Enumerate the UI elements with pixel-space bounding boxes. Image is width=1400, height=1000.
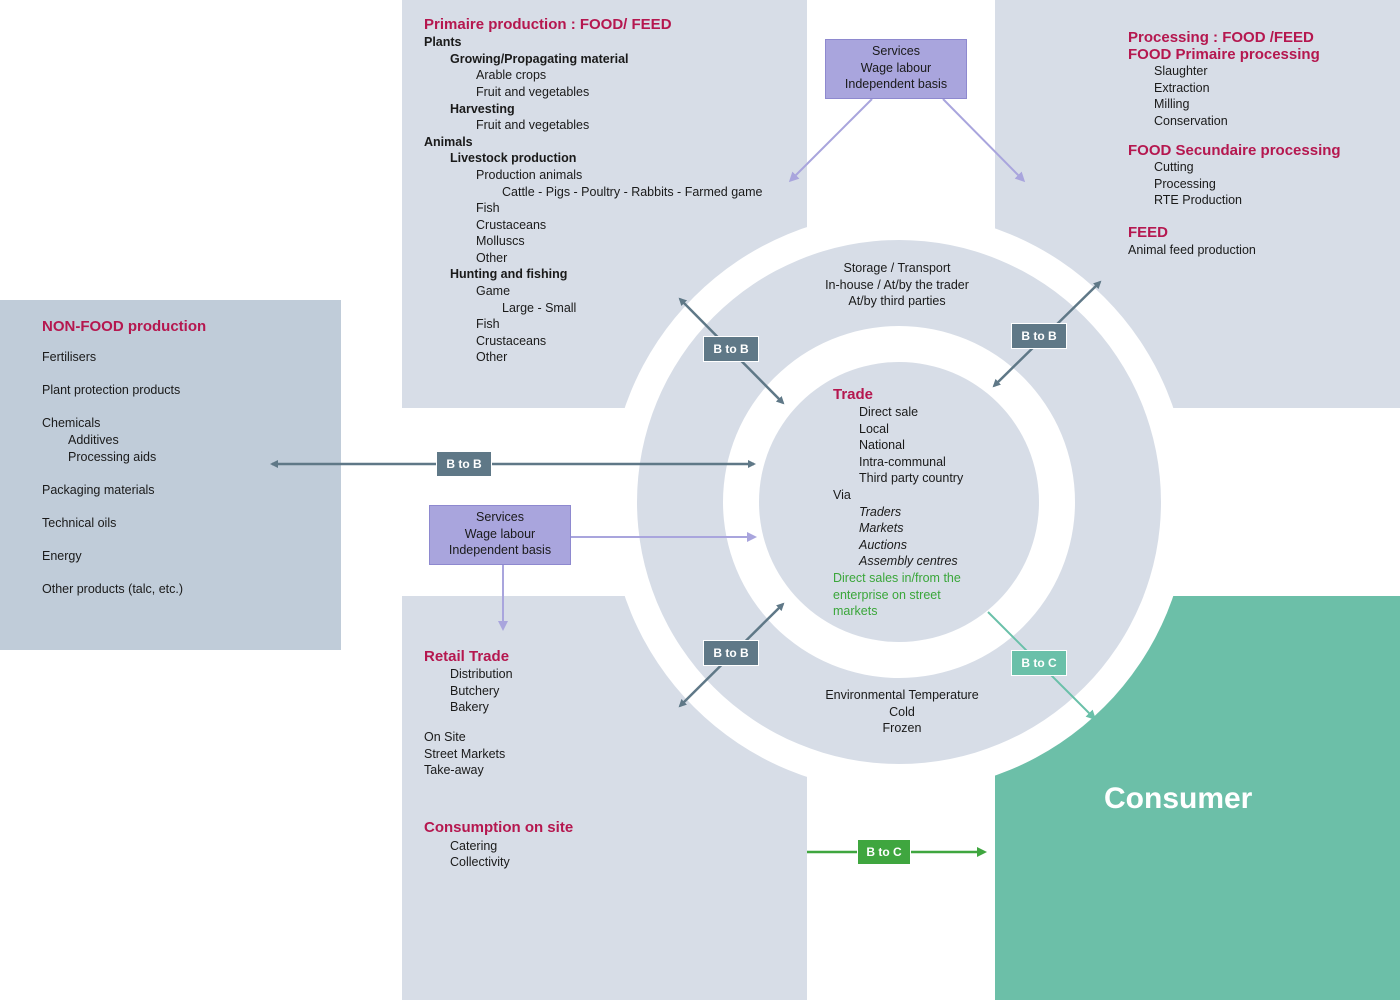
secundaire-processing-title: FOOD Secundaire processing <box>1128 142 1341 159</box>
fish-2: Fish <box>476 317 500 331</box>
auctions: Auctions <box>859 538 907 552</box>
non-food-panel <box>0 300 341 650</box>
cutting: Cutting <box>1154 160 1194 174</box>
additives: Additives <box>68 433 119 447</box>
services-top-line1: Services <box>872 44 920 58</box>
plants-heading: Plants <box>424 35 462 49</box>
tag-b2c-consumer: B to C <box>1011 650 1067 676</box>
distribution: Distribution <box>450 667 513 681</box>
processing-item: Processing <box>1154 177 1216 191</box>
markets: Markets <box>859 521 904 535</box>
tag-b2b-upleft: B to B <box>703 336 759 362</box>
technical-oils: Technical oils <box>42 516 117 530</box>
services-left-line2: Wage labour <box>464 526 536 541</box>
energy: Energy <box>42 549 82 563</box>
other-2: Other <box>476 350 508 364</box>
services-top-line2: Wage labour <box>860 60 932 75</box>
rte-production: RTE Production <box>1154 193 1243 207</box>
non-food-title: NON-FOOD production <box>42 318 207 335</box>
chemicals: Chemicals <box>42 416 101 430</box>
livestock-heading: Livestock production <box>450 151 577 165</box>
trade-circle <box>759 362 1039 642</box>
direct-sales-line3: markets <box>833 604 878 618</box>
bakery: Bakery <box>450 700 489 714</box>
harvesting-heading: Harvesting <box>450 102 515 116</box>
crustaceans-1: Crustaceans <box>476 218 547 232</box>
processing-aids: Processing aids <box>68 450 157 464</box>
feed-title: FEED <box>1128 224 1169 241</box>
local: Local <box>859 422 889 436</box>
services-left-line1: Services <box>476 510 524 524</box>
crustaceans-2: Crustaceans <box>476 334 547 348</box>
consumer-label: Consumer <box>1104 782 1253 815</box>
traders: Traders <box>859 505 902 519</box>
tag-b2c-bottom: B to C <box>857 839 911 865</box>
street-markets: Street Markets <box>424 747 506 761</box>
on-site: On Site <box>424 730 466 744</box>
tag-b2b-lowleft: B to B <box>703 640 759 666</box>
consumption-title: Consumption on site <box>424 819 574 836</box>
hunting-heading: Hunting and fishing <box>450 267 568 281</box>
fruit-vegetables-1: Fruit and vegetables <box>476 85 590 99</box>
arrow-services-left <box>788 98 873 183</box>
services-top-line3: Independent basis <box>844 77 948 92</box>
growing-heading: Growing/Propagating material <box>450 52 629 66</box>
primary-production-title: Primaire production : FOOD/ FEED <box>424 16 672 33</box>
retail-trade-title: Retail Trade <box>424 648 510 665</box>
national: National <box>859 438 905 452</box>
plant-protection: Plant protection products <box>42 383 181 397</box>
game: Game <box>476 284 511 298</box>
arrow-services-right <box>942 98 1026 183</box>
services-left-line3: Independent basis <box>448 543 552 558</box>
cold: Cold <box>889 705 915 719</box>
in-house-trader: In-house / At/by the trader <box>825 278 969 292</box>
other-products: Other products (talc, etc.) <box>42 582 184 596</box>
animal-feed-production: Animal feed production <box>1128 243 1256 257</box>
via: Via <box>833 488 851 502</box>
processing-title: Processing : FOOD /FEED <box>1128 29 1314 46</box>
animals-heading: Animals <box>424 135 473 149</box>
milling: Milling <box>1154 97 1190 111</box>
direct-sales-line2: enterprise on street <box>833 588 941 602</box>
take-away: Take-away <box>424 763 484 777</box>
storage-transport: Storage / Transport <box>843 261 951 275</box>
frozen: Frozen <box>882 721 922 735</box>
molluscs: Molluscs <box>476 234 525 248</box>
cattle-list: Cattle - Pigs - Poultry - Rabbits - Farm… <box>502 185 763 199</box>
primaire-processing-title: FOOD Primaire processing <box>1128 46 1320 63</box>
slaughter: Slaughter <box>1154 64 1208 78</box>
large-small: Large - Small <box>502 301 577 315</box>
services-box-left: Services Wage labour Independent basis <box>429 505 571 565</box>
butchery: Butchery <box>450 684 500 698</box>
extraction: Extraction <box>1154 81 1210 95</box>
tag-b2b-upright: B to B <box>1011 323 1067 349</box>
other-1: Other <box>476 251 508 265</box>
direct-sales-line1: Direct sales in/from the <box>833 571 961 585</box>
collectivity: Collectivity <box>450 855 510 869</box>
fruit-vegetables-2: Fruit and vegetables <box>476 118 590 132</box>
fish-1: Fish <box>476 201 500 215</box>
packaging-materials: Packaging materials <box>42 483 155 497</box>
trade-title: Trade <box>833 386 874 403</box>
catering: Catering <box>450 839 498 853</box>
direct-sale: Direct sale <box>859 405 919 419</box>
conservation: Conservation <box>1154 114 1228 128</box>
intra-communal: Intra-communal <box>859 455 946 469</box>
arable-crops: Arable crops <box>476 68 547 82</box>
tag-b2b-nonfood: B to B <box>436 451 492 477</box>
fertilisers: Fertilisers <box>42 350 97 364</box>
third-parties: At/by third parties <box>848 294 946 308</box>
production-animals: Production animals <box>476 168 583 182</box>
services-box-top: Services Wage labour Independent basis <box>825 39 967 99</box>
third-party-country: Third party country <box>859 471 964 485</box>
environmental-temperature: Environmental Temperature <box>825 688 979 702</box>
assembly-centres: Assembly centres <box>859 554 958 568</box>
